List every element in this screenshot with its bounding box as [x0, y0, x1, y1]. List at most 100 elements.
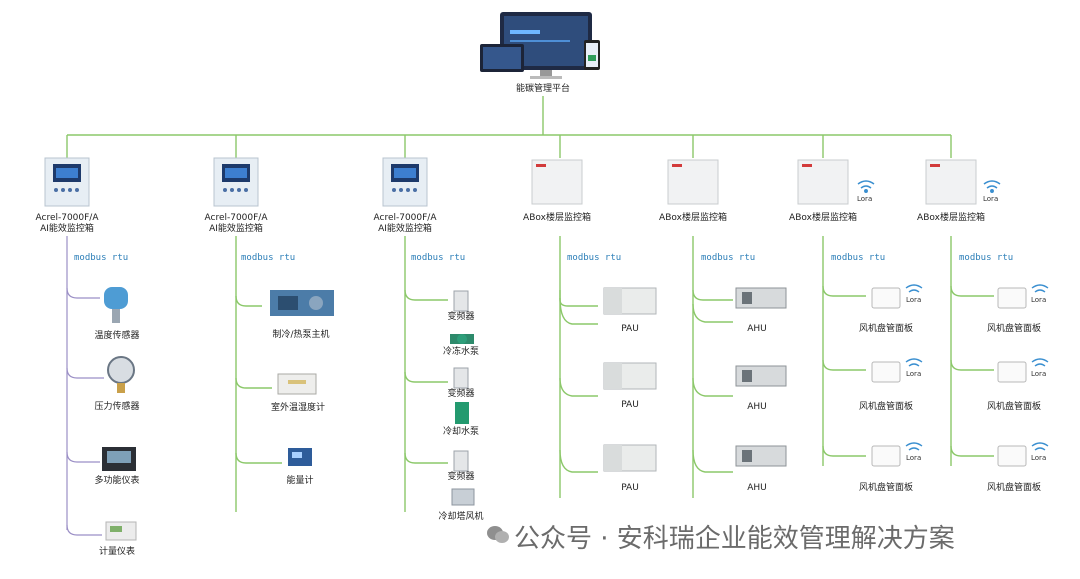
- wifi-icon: [857, 180, 875, 193]
- fcu-panel-image: [871, 361, 901, 383]
- wifi-icon: [983, 180, 1001, 193]
- energy-meter-image: [288, 448, 312, 466]
- lora-label: Lora: [906, 370, 922, 378]
- device-label: 变频器: [447, 312, 475, 322]
- device-label: 制冷/热泵主机: [272, 330, 330, 340]
- ai-box-1-image: [44, 157, 90, 207]
- outdoor-hygrometer-image: [277, 373, 317, 395]
- device-label: 风机盘管面板: [858, 483, 914, 493]
- inverter-1-image: [453, 290, 469, 312]
- lora-label: Lora: [857, 195, 873, 203]
- purple-connection-lines: [66, 236, 104, 536]
- protocol-label: modbus rtu: [959, 253, 1014, 263]
- wifi-icon: [905, 442, 923, 451]
- box-5-title: ABox楼层监控箱: [659, 213, 727, 223]
- abox-2-image: [667, 159, 719, 205]
- abox-3-image: [797, 159, 849, 205]
- pressure-sensor-image: [107, 356, 135, 393]
- wifi-icon: [1031, 358, 1049, 367]
- lora-label: Lora: [906, 454, 922, 462]
- protocol-label: modbus rtu: [74, 253, 129, 263]
- box-4-title: ABox楼层监控箱: [523, 213, 591, 223]
- protocol-label: modbus rtu: [241, 253, 296, 263]
- device-label: 压力传感器: [94, 402, 140, 412]
- ai-box-3-image: [382, 157, 428, 207]
- box-2-name: AI能效监控箱: [209, 224, 263, 234]
- chiller-unit-image: [270, 290, 334, 316]
- ahu-3-image: [735, 445, 787, 467]
- pau-1-image: [603, 287, 657, 315]
- wifi-icon: [1031, 284, 1049, 293]
- box-3-name: AI能效监控箱: [378, 224, 432, 234]
- lora-label: Lora: [1031, 296, 1047, 304]
- device-label: 多功能仪表: [94, 476, 140, 486]
- lora-label: Lora: [906, 296, 922, 304]
- fcu-panel-image: [997, 361, 1027, 383]
- box-3-model: Acrel-7000F/A: [373, 213, 437, 223]
- device-label: 冷冻水泵: [442, 347, 480, 357]
- device-label: AHU: [747, 483, 767, 493]
- device-label: 变频器: [447, 472, 475, 482]
- device-label: PAU: [621, 483, 639, 493]
- ahu-1-image: [735, 287, 787, 309]
- box-2-model: Acrel-7000F/A: [204, 213, 268, 223]
- abox-4-image: [925, 159, 977, 205]
- protocol-label: modbus rtu: [701, 253, 756, 263]
- abox-1-image: [531, 159, 583, 205]
- ai-box-2-image: [213, 157, 259, 207]
- inverter-2-image: [453, 367, 469, 389]
- device-label: 冷却水泵: [442, 427, 480, 437]
- wechat-icon: [487, 526, 509, 543]
- cooling-water-pump-image: [455, 402, 469, 424]
- pau-3-image: [603, 444, 657, 472]
- device-label: PAU: [621, 400, 639, 410]
- device-label: 风机盘管面板: [986, 402, 1042, 412]
- inverter-3-image: [453, 450, 469, 472]
- device-label: 能量计: [286, 476, 314, 486]
- lora-label: Lora: [1031, 454, 1047, 462]
- device-label: 风机盘管面板: [858, 402, 914, 412]
- cooling-tower-fan-image: [451, 488, 475, 506]
- wifi-icon: [905, 358, 923, 367]
- platform-devices-image: [480, 12, 600, 79]
- green-connection-lines: [66, 96, 994, 512]
- wifi-icon: [905, 284, 923, 293]
- lora-label: Lora: [983, 195, 999, 203]
- device-label: 风机盘管面板: [986, 483, 1042, 493]
- protocol-label: modbus rtu: [411, 253, 466, 263]
- device-label: PAU: [621, 324, 639, 334]
- fcu-panel-image: [997, 287, 1027, 309]
- device-label: 风机盘管面板: [858, 324, 914, 334]
- platform-label: 能碳管理平台: [515, 84, 571, 94]
- device-label: 风机盘管面板: [986, 324, 1042, 334]
- wifi-icon: [1031, 442, 1049, 451]
- box-1-model: Acrel-7000F/A: [35, 213, 99, 223]
- protocol-label: modbus rtu: [831, 253, 886, 263]
- device-label: 冷却塔风机: [438, 512, 484, 522]
- chilled-water-pump-image: [450, 334, 474, 344]
- fcu-panel-image: [997, 445, 1027, 467]
- box-7-title: ABox楼层监控箱: [917, 213, 985, 223]
- metering-meter-image: [105, 521, 137, 541]
- device-label: AHU: [747, 324, 767, 334]
- device-label: 计量仪表: [98, 547, 136, 557]
- lora-label: Lora: [1031, 370, 1047, 378]
- device-label: 变频器: [447, 389, 475, 399]
- pau-2-image: [603, 362, 657, 390]
- device-label: 温度传感器: [94, 331, 140, 341]
- fcu-panel-image: [871, 445, 901, 467]
- multifunction-meter-image: [102, 447, 136, 471]
- temperature-sensor-image: [104, 287, 128, 323]
- protocol-label: modbus rtu: [567, 253, 622, 263]
- watermark-text: 公众号 · 安科瑞企业能效管理解决方案: [514, 524, 955, 554]
- fcu-panel-image: [871, 287, 901, 309]
- box-6-title: ABox楼层监控箱: [789, 213, 857, 223]
- device-label: AHU: [747, 402, 767, 412]
- box-1-name: AI能效监控箱: [40, 224, 94, 234]
- ahu-2-image: [735, 365, 787, 387]
- device-label: 室外温湿度计: [270, 403, 326, 413]
